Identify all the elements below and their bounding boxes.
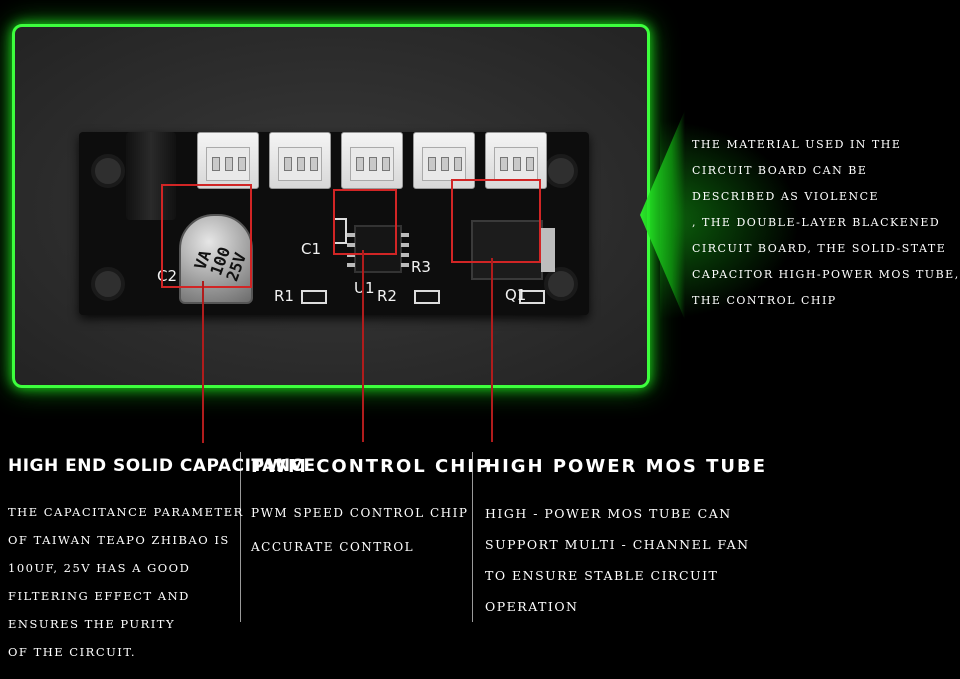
- description-line: OF THE CIRCUIT.: [8, 645, 136, 659]
- chip-highlight-box: [333, 189, 397, 255]
- mos-tube-title: HIGH POWER MOS TUBE: [485, 456, 767, 477]
- description-line: HIGH - POWER MOS TUBE CAN: [485, 506, 732, 521]
- mos-leader-line: [491, 258, 493, 442]
- fan-connector: [341, 132, 403, 189]
- smd-component: [301, 290, 327, 304]
- description-line: THE CAPACITANCE PARAMETER: [8, 505, 244, 519]
- pwm-chip-description: PWM SPEED CONTROL CHIP ACCURATE CONTROL: [251, 496, 468, 564]
- note-line: THE MATERIAL USED IN THE: [692, 138, 902, 151]
- silk-q1: Q1: [505, 286, 527, 304]
- note-line: DESCRIBED AS VIOLENCE: [692, 190, 880, 203]
- mounting-hole: [544, 154, 578, 188]
- silk-r2: R2: [377, 287, 397, 305]
- silk-u1: U1: [354, 279, 375, 297]
- smd-component: [414, 290, 440, 304]
- description-line: SUPPORT MULTI - CHANNEL FAN: [485, 537, 750, 552]
- note-line: THE CONTROL CHIP: [692, 294, 837, 307]
- board-material-note: THE MATERIAL USED IN THE CIRCUIT BOARD C…: [692, 132, 960, 314]
- note-line: , THE DOUBLE-LAYER BLACKENED: [692, 216, 941, 229]
- silk-c1: C1: [301, 240, 322, 258]
- circuit-board: VA 100 25V C1 C2 U1 R1 R2 R3 Q1: [79, 132, 589, 315]
- mounting-hole: [91, 154, 125, 188]
- description-line: OPERATION: [485, 599, 579, 614]
- description-line: ACCURATE CONTROL: [251, 540, 415, 554]
- chip-leader-line: [362, 250, 364, 442]
- description-line: FILTERING EFFECT AND: [8, 589, 190, 603]
- description-line: OF TAIWAN TEAPO ZHIBAO IS: [8, 533, 230, 547]
- column-divider: [240, 452, 241, 622]
- fan-connector: [197, 132, 259, 189]
- description-line: PWM SPEED CONTROL CHIP: [251, 506, 469, 520]
- silk-r3: R3: [411, 258, 431, 276]
- note-line: CAPACITOR HIGH-POWER MOS TUBE,: [692, 268, 960, 281]
- mos-highlight-box: [451, 179, 541, 263]
- description-line: 100UF, 25V HAS A GOOD: [8, 561, 191, 575]
- note-line: CIRCUIT BOARD CAN BE: [692, 164, 868, 177]
- description-line: ENSURES THE PURITY: [8, 617, 176, 631]
- capacitor-highlight-box: [161, 184, 252, 288]
- column-divider: [472, 452, 473, 622]
- capacitance-title: HIGH END SOLID CAPACITANCE: [8, 456, 316, 476]
- mounting-hole: [544, 267, 578, 301]
- capacitor-leader-line: [202, 281, 204, 443]
- note-line: CIRCUIT BOARD, THE SOLID-STATE: [692, 242, 947, 255]
- product-photo-frame: VA 100 25V C1 C2 U1 R1 R2 R3 Q1: [12, 24, 650, 388]
- fan-connector: [413, 132, 475, 189]
- mos-transistor: [471, 220, 555, 280]
- mounting-hole: [91, 267, 125, 301]
- dc-power-jack: [126, 132, 176, 220]
- mos-tube-description: HIGH - POWER MOS TUBE CAN SUPPORT MULTI …: [485, 498, 750, 622]
- smd-component: [519, 290, 545, 304]
- solid-capacitor: VA 100 25V: [179, 214, 253, 304]
- fan-connector: [269, 132, 331, 189]
- silk-r1: R1: [274, 287, 294, 305]
- pwm-chip-title: PWM CONTROL CHIP: [251, 456, 492, 477]
- capacitance-description: THE CAPACITANCE PARAMETER OF TAIWAN TEAP…: [8, 498, 244, 666]
- description-line: TO ENSURE STABLE CIRCUIT: [485, 568, 719, 583]
